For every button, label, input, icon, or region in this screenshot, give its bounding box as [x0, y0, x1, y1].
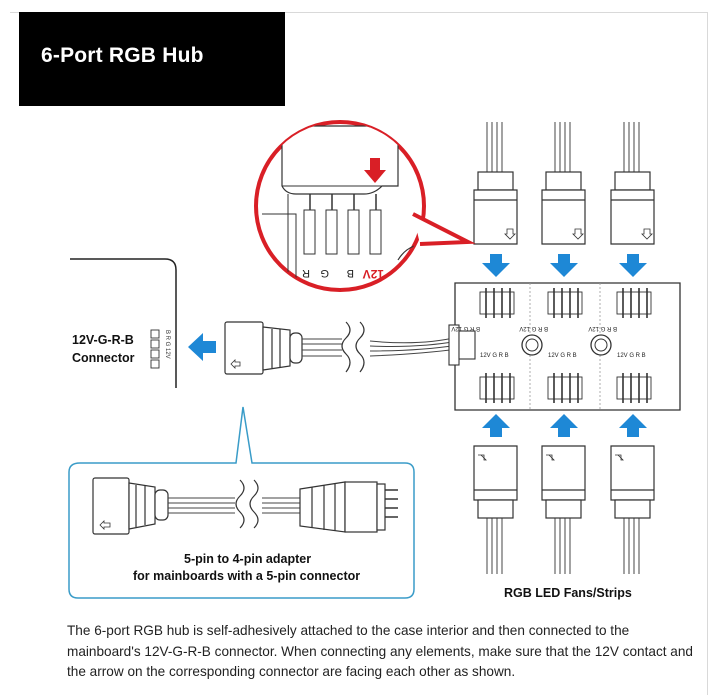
mainboard-pin-labels: B R G 12V [164, 330, 170, 359]
hub-header-pins [485, 288, 648, 403]
top-fan-connector-2 [541, 122, 586, 245]
down-arrows [482, 254, 647, 277]
hub-label-flipped-2: B R G 12V [519, 325, 548, 331]
zoom-label-g: G [320, 267, 329, 279]
zoom-label-r: R [302, 267, 310, 279]
up-arrow-icon [619, 414, 647, 437]
bottom-fan-connector-2 [541, 445, 586, 574]
up-arrow-icon [482, 414, 510, 437]
hub-cable-plug [224, 321, 303, 375]
hub-diagram: 12V-G-R-B Connector B R G 12V [68, 120, 681, 600]
bottom-fan-connectors [473, 445, 655, 574]
top-fan-connector-3 [610, 122, 655, 245]
description-text: The 6-port RGB hub is self-adhesively at… [67, 623, 693, 679]
page-title: 6-Port RGB Hub [41, 44, 204, 67]
title-block [19, 12, 285, 106]
hub-label-2: 12V G R B [548, 353, 577, 359]
fans-caption: RGB LED Fans/Strips [504, 586, 632, 600]
hub-cable [302, 336, 459, 357]
mainboard-outline [70, 258, 177, 388]
bottom-fan-connector-1 [473, 445, 518, 574]
hub-label-3: 12V G R B [617, 353, 646, 359]
arrow-to-mainboard-icon [188, 333, 216, 361]
adapter-callout: 5-pin to 4-pin adapter for mainboards wi… [68, 406, 415, 599]
adapter-caption-line1: 5-pin to 4-pin adapter [184, 552, 311, 566]
down-arrow-icon [550, 254, 578, 277]
hub-label-flipped-3: B R G 12V [588, 325, 617, 331]
hub-label-flipped-1: B R G 12V [451, 325, 480, 331]
down-arrow-icon [619, 254, 647, 277]
bottom-fan-connector-3 [610, 445, 655, 574]
adapter-caption-line2: for mainboards with a 5-pin connector [133, 569, 360, 583]
up-arrows [482, 414, 647, 437]
mainboard-label-line1: 12V-G-R-B [72, 333, 134, 347]
mainboard-label-line2: Connector [72, 351, 135, 365]
top-fan-connector-1 [473, 122, 518, 245]
top-fan-connectors [473, 122, 655, 245]
down-arrow-icon [482, 254, 510, 277]
hub-label-1: 12V G R B [480, 353, 509, 359]
zoom-label-12v: 12V [363, 267, 384, 281]
cable-break-marks [341, 321, 365, 373]
hub-pin-labels: 12V G R B 12V G R B 12V G R B B R G 12V … [451, 325, 645, 359]
zoom-red-arrow-icon [364, 158, 386, 183]
up-arrow-icon [550, 414, 578, 437]
zoom-label-b: B [347, 267, 354, 279]
zoom-callout: G R B 12V [254, 120, 476, 292]
hub-headers [479, 291, 652, 400]
mainboard-header [150, 329, 160, 369]
